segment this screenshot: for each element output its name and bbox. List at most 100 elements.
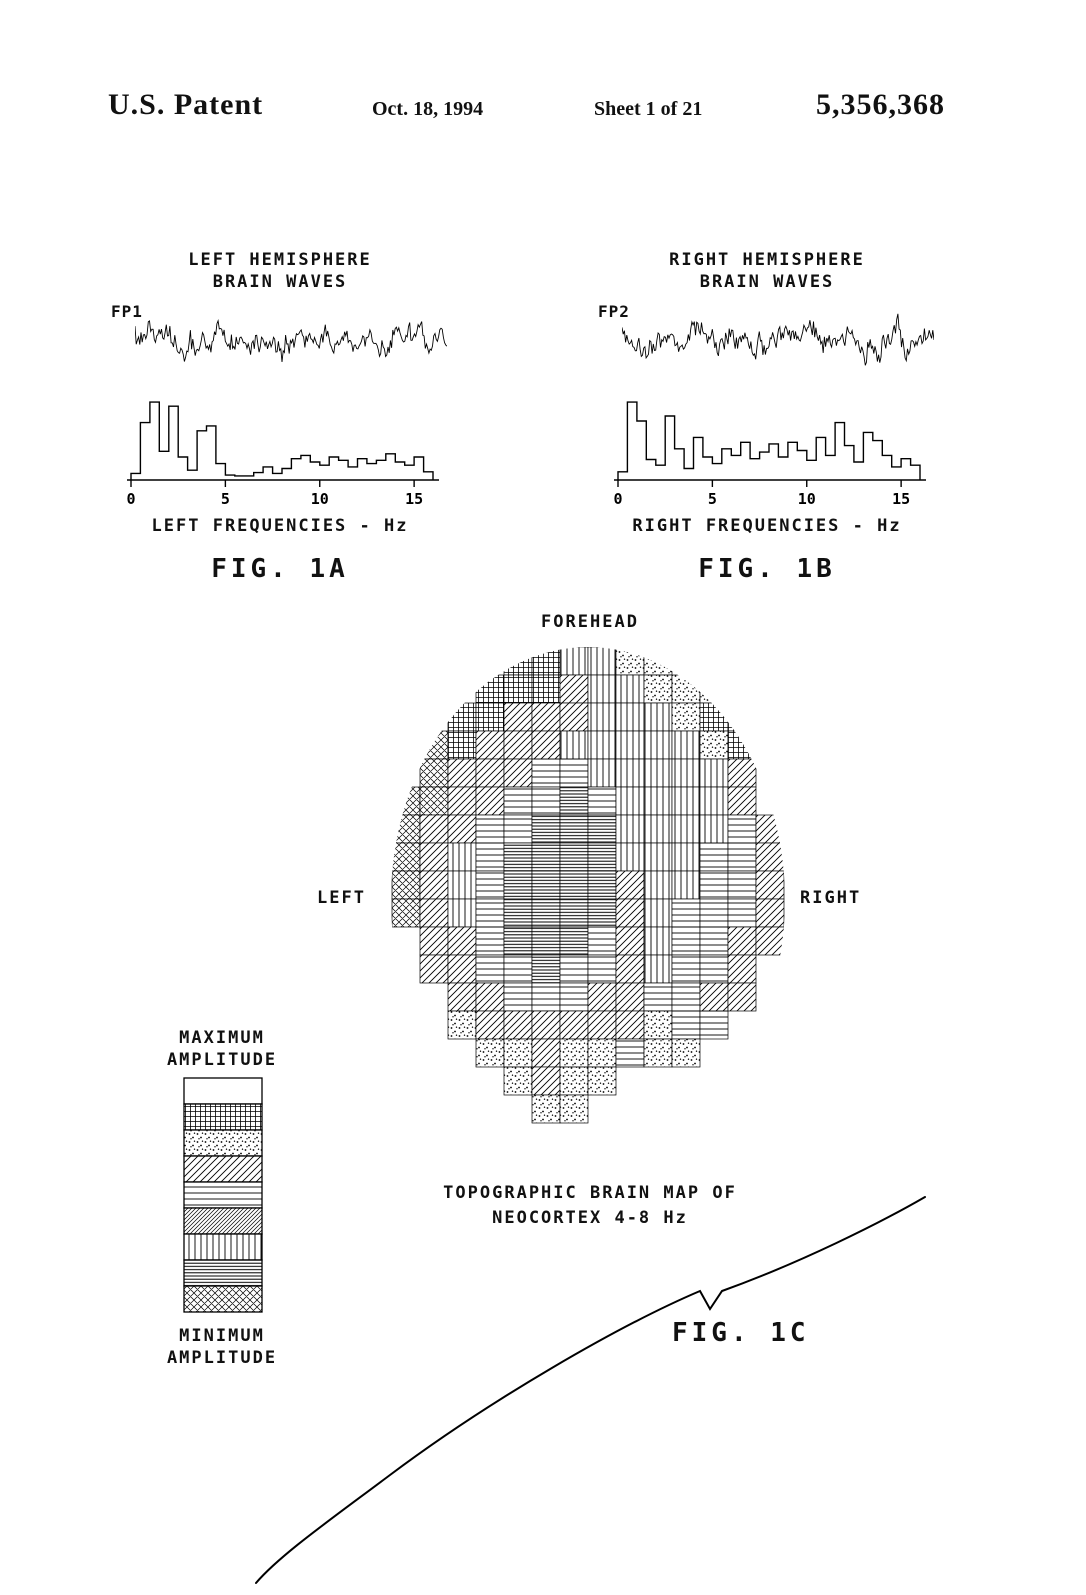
map-cell: [615, 954, 645, 984]
map-cell: [615, 982, 645, 1012]
map-cell: [587, 926, 617, 956]
axis-tick-label: 10: [798, 490, 816, 508]
eeg-trace: [135, 319, 447, 363]
legend-swatch: [183, 1077, 263, 1105]
fig1a-waveform: [135, 319, 447, 363]
map-cell: [531, 1038, 561, 1068]
fig1a-title-line2: BRAIN WAVES: [212, 272, 348, 292]
map-cell: [503, 758, 533, 788]
map-cell: [419, 786, 449, 816]
map-cell: [699, 758, 729, 788]
map-cell: [587, 786, 617, 816]
map-cell: [587, 814, 617, 844]
map-cell: [503, 954, 533, 984]
map-cell: [531, 702, 561, 732]
map-cell: [419, 814, 449, 844]
map-cell: [587, 898, 617, 928]
map-cell: [503, 814, 533, 844]
legend-swatch: [183, 1259, 263, 1287]
map-cell: [699, 954, 729, 984]
fig1a-caption: FIG. 1A: [211, 554, 349, 584]
map-cell: [615, 898, 645, 928]
map-cell: [503, 982, 533, 1012]
map-cell: [755, 870, 785, 900]
map-cell: [643, 730, 673, 760]
legend-swatch: [183, 1155, 263, 1183]
map-cell: [727, 898, 757, 928]
eeg-trace: [622, 313, 934, 366]
map-cell: [615, 926, 645, 956]
map-cell: [587, 1066, 617, 1096]
map-cell: [671, 674, 701, 704]
map-cell: [447, 842, 477, 872]
map-cell: [503, 786, 533, 816]
map-cell: [559, 647, 589, 676]
axis-tick-label: 0: [613, 490, 622, 508]
map-cell: [615, 870, 645, 900]
map-cell: [755, 926, 785, 956]
map-cell: [475, 870, 505, 900]
map-cell: [391, 814, 421, 844]
fig1b-title-line2: BRAIN WAVES: [699, 272, 835, 292]
map-cell: [475, 702, 505, 732]
map-cell: [531, 954, 561, 984]
map-cell: [643, 758, 673, 788]
fig1c-caption-line2: NEOCORTEX 4-8 Hz: [492, 1208, 688, 1228]
map-cell: [559, 758, 589, 788]
map-cell: [559, 1066, 589, 1096]
map-cell: [643, 1038, 673, 1068]
map-cell: [391, 786, 421, 816]
fig1c-figure-label: FIG. 1C: [672, 1318, 810, 1348]
legend-swatch: [183, 1207, 263, 1235]
map-cell: [643, 674, 673, 704]
map-cell: [531, 786, 561, 816]
map-cell: [531, 814, 561, 844]
map-cell: [699, 814, 729, 844]
map-cell: [475, 1010, 505, 1040]
map-cell: [699, 842, 729, 872]
map-cell: [699, 702, 729, 732]
fig1c-legend-bar: [183, 1077, 263, 1313]
map-cell: [587, 954, 617, 984]
legend-swatch: [183, 1103, 263, 1131]
fig1c-right-label: RIGHT: [800, 888, 862, 908]
map-cell: [559, 814, 589, 844]
map-cell: [559, 702, 589, 732]
map-cell: [755, 898, 785, 928]
patent-date: Oct. 18, 1994: [372, 98, 484, 120]
map-cell: [503, 1010, 533, 1040]
map-cell: [587, 842, 617, 872]
map-cell: [391, 842, 421, 872]
fig1b-waveform: [622, 313, 934, 366]
patent-sheet: Sheet 1 of 21: [594, 98, 703, 120]
map-cell: [671, 898, 701, 928]
map-cell: [615, 730, 645, 760]
map-cell: [531, 730, 561, 760]
map-cell: [615, 814, 645, 844]
fig1c-caption-line1: TOPOGRAPHIC BRAIN MAP OF: [443, 1183, 737, 1203]
map-cell: [475, 982, 505, 1012]
map-cell: [727, 730, 757, 760]
map-cell: [475, 954, 505, 984]
fig1c-forehead-label: FOREHEAD: [541, 612, 639, 632]
histogram-outline: [130, 401, 434, 480]
map-cell: [643, 870, 673, 900]
map-cell: [447, 786, 477, 816]
fig1b-axis-label: RIGHT FREQUENCIES - Hz: [632, 516, 902, 536]
map-cell: [559, 954, 589, 984]
map-cell: [475, 926, 505, 956]
legend-swatch: [183, 1285, 263, 1313]
map-cell: [615, 1010, 645, 1040]
map-cell: [643, 982, 673, 1012]
map-cell: [503, 647, 533, 676]
map-cell: [587, 982, 617, 1012]
map-cell: [671, 786, 701, 816]
map-cell: [503, 842, 533, 872]
fig1c-legend-max-line1: MAXIMUM: [179, 1028, 265, 1048]
map-cell: [671, 1010, 701, 1040]
map-cell: [559, 870, 589, 900]
